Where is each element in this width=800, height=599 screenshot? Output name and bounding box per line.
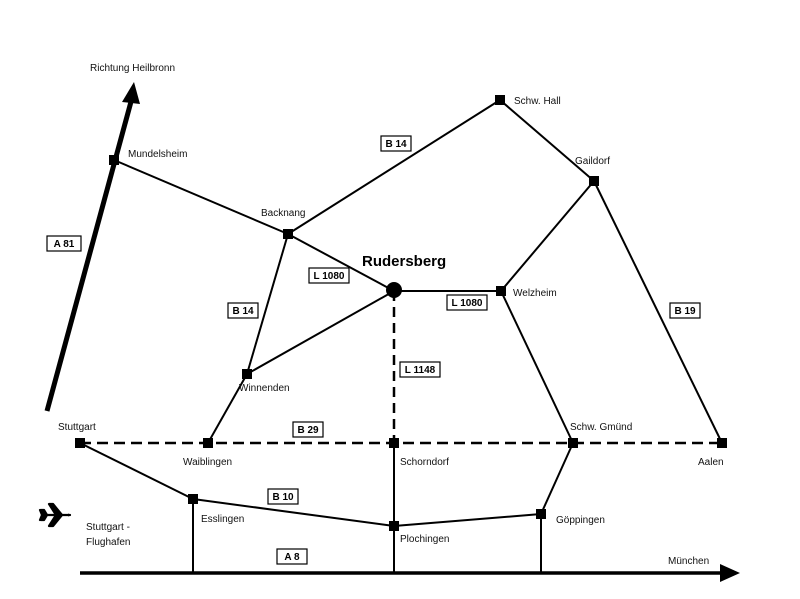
place-schorndorf: Schorndorf — [400, 457, 449, 468]
road-welzheim-schwgmuend — [500, 290, 574, 444]
marker-backnang — [283, 229, 293, 239]
label-l1148: L 1148 — [399, 361, 441, 378]
road-a8-arrowhead — [720, 564, 740, 582]
road-gaildorf-welzheim — [500, 180, 595, 292]
marker-schw-hall — [495, 95, 505, 105]
label-l1148-text: L 1148 — [405, 365, 436, 376]
marker-schorndorf — [389, 438, 399, 448]
label-a8-text: A 8 — [284, 552, 300, 563]
marker-goeppingen — [536, 509, 546, 519]
label-a81: A 81 — [46, 235, 82, 252]
road-winnenden-waiblingen — [207, 373, 248, 444]
place-stuttgart: Stuttgart — [58, 422, 96, 433]
place-muenchen: München — [668, 556, 709, 567]
place-schw-hall: Schw. Hall — [514, 96, 561, 107]
road-backnang-rudersberg — [287, 233, 395, 292]
marker-stuttgart — [75, 438, 85, 448]
road-a81-arrowhead — [122, 82, 140, 104]
road-gaildorf-aalen — [593, 180, 723, 444]
label-a81-text: A 81 — [54, 239, 75, 250]
place-gaildorf: Gaildorf — [575, 156, 610, 167]
marker-winnenden — [242, 369, 252, 379]
place-winnenden: Winnenden — [239, 383, 290, 394]
town-markers — [75, 95, 727, 531]
place-flughafen-line1: Stuttgart - — [86, 522, 130, 533]
place-goeppingen: Göppingen — [556, 515, 605, 526]
label-l1080-east: L 1080 — [446, 294, 488, 311]
road-backnang-schwhall — [287, 99, 501, 235]
place-backnang: Backnang — [261, 208, 305, 219]
label-b14-north: B 14 — [380, 135, 412, 152]
marker-welzheim — [496, 286, 506, 296]
marker-rudersberg — [386, 282, 402, 298]
marker-plochingen — [389, 521, 399, 531]
label-b10-text: B 10 — [272, 492, 294, 503]
place-schw-gmuend: Schw. Gmünd — [570, 422, 632, 433]
label-b14-west: B 14 — [227, 302, 259, 319]
place-mundelsheim: Mundelsheim — [128, 149, 187, 160]
label-l1080-west-text: L 1080 — [314, 271, 345, 282]
road-backnang-winnenden — [246, 233, 289, 375]
label-b19: B 19 — [669, 302, 701, 319]
road-rudersberg-winnenden — [246, 290, 395, 375]
place-esslingen: Esslingen — [201, 514, 244, 525]
road-network — [79, 99, 723, 573]
road-a81 — [44, 97, 135, 412]
place-rudersberg: Rudersberg — [362, 253, 446, 270]
road-schwhall-gaildorf — [499, 99, 595, 182]
road-esslingen-plochingen — [192, 498, 395, 527]
label-b14-west-text: B 14 — [232, 306, 254, 317]
label-b29: B 29 — [292, 421, 324, 438]
place-waiblingen: Waiblingen — [183, 457, 232, 468]
place-aalen: Aalen — [698, 457, 724, 468]
marker-schw-gmuend — [568, 438, 578, 448]
label-l1080-east-text: L 1080 — [452, 298, 483, 309]
label-l1080-west: L 1080 — [308, 267, 350, 284]
marker-aalen — [717, 438, 727, 448]
road-labels: A 81 B 14 B 14 L 1080 L 1080 B 19 L 1148 — [46, 135, 701, 565]
place-heilbronn: Richtung Heilbronn — [90, 63, 175, 74]
label-b14-north-text: B 14 — [385, 139, 407, 150]
marker-gaildorf — [589, 176, 599, 186]
place-flughafen-line2: Flughafen — [86, 537, 130, 548]
road-mundelsheim-backnang — [113, 159, 289, 235]
airplane-icon — [38, 502, 72, 528]
marker-mundelsheim — [109, 155, 119, 165]
road-plochingen-goeppingen — [393, 513, 542, 527]
road-goeppingen-schwgmuend — [540, 442, 574, 515]
marker-esslingen — [188, 494, 198, 504]
place-names: Richtung Heilbronn Schw. Hall Mundelshei… — [58, 63, 724, 567]
place-welzheim: Welzheim — [513, 288, 557, 299]
label-a8: A 8 — [276, 548, 308, 565]
label-b10: B 10 — [267, 488, 299, 505]
label-b29-text: B 29 — [297, 425, 319, 436]
road-stuttgart-esslingen — [79, 442, 194, 500]
marker-waiblingen — [203, 438, 213, 448]
place-plochingen: Plochingen — [400, 534, 449, 545]
label-b19-text: B 19 — [674, 306, 696, 317]
